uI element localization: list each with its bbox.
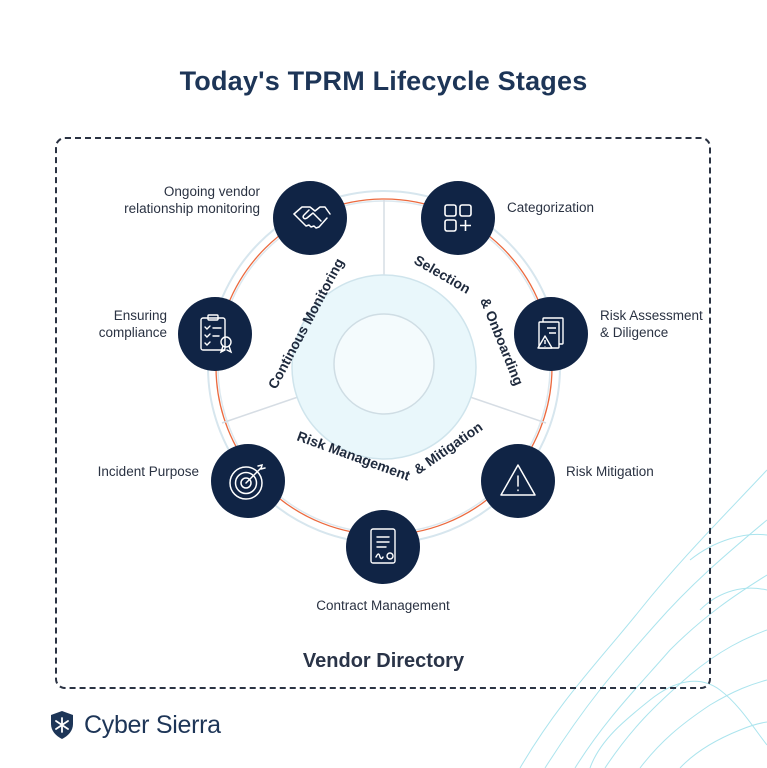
clipboard-check-icon: [200, 314, 233, 354]
stage-node-incident[interactable]: [211, 444, 285, 518]
stage-node-categorization[interactable]: [421, 181, 495, 255]
document-warning-icon: [537, 317, 564, 349]
label-categorization: Categorization: [507, 200, 595, 215]
brand-name: Cyber Sierra: [84, 710, 221, 739]
label-risk-mitigation: Risk Mitigation: [566, 464, 654, 479]
brand-logo[interactable]: Cyber Sierra: [50, 708, 221, 742]
stage-node-assessment[interactable]: [514, 297, 588, 371]
label-ongoing-monitoring: Ongoing vendor relationship monitoring: [124, 184, 260, 216]
apps-icon: [444, 204, 472, 232]
stage-node-contract[interactable]: [346, 510, 420, 584]
label-contract-management: Contract Management: [316, 598, 450, 613]
label-incident-purpose: Incident Purpose: [97, 464, 199, 479]
warning-triangle-icon: [500, 464, 536, 496]
contract-icon: [370, 528, 396, 564]
vendor-directory-frame: [55, 137, 711, 689]
divider-right: [469, 396, 547, 424]
stage-node-compliance[interactable]: [178, 297, 252, 371]
label-ensuring-compliance: Ensuring compliance: [98, 308, 167, 340]
stage-node-ongoing[interactable]: [273, 181, 347, 255]
page-title: Today's TPRM Lifecycle Stages: [179, 66, 588, 96]
divider-left: [221, 396, 299, 424]
stage-node-mitigation[interactable]: [481, 444, 555, 518]
center-disc: [333, 313, 435, 415]
vendor-directory-title: Vendor Directory: [302, 650, 465, 672]
target-icon: [229, 463, 266, 500]
shield-icon: [51, 711, 73, 739]
label-risk-assessment: Risk Assessment & Diligence: [600, 308, 703, 340]
handshake-icon: [293, 206, 331, 229]
